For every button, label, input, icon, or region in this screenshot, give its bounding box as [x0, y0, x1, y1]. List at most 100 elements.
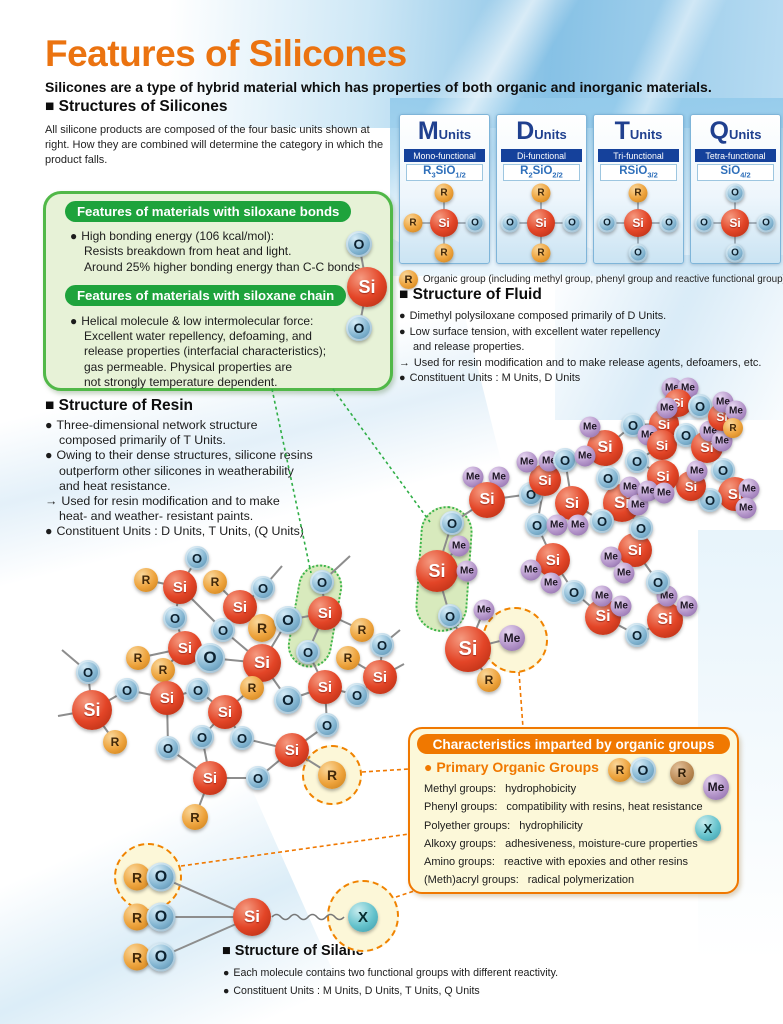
text-line: ●Constituent Units : D Units, T Units, (…: [45, 524, 313, 539]
text: not strongly temperature dependent.: [84, 374, 278, 389]
text-line: release properties (interfacial characte…: [70, 344, 326, 359]
r-atom: R: [403, 213, 423, 233]
text: High bonding energy (106 kcal/mol):: [81, 229, 275, 243]
text: Used for resin modification and to make …: [413, 356, 762, 369]
organic-groups-header: Characteristics imparted by organic grou…: [417, 734, 730, 754]
o-atom: O: [694, 213, 714, 233]
text-line: →Used for resin modification and to make: [45, 494, 313, 509]
group-effect: hydrophilicity: [519, 819, 583, 832]
bullet-icon: ●: [45, 448, 53, 463]
text: and heat resistance.: [59, 478, 171, 493]
text-line: ●Helical molecule & low intermolecular f…: [70, 314, 326, 329]
page-subtitle: Silicones are a type of hybrid material …: [45, 79, 712, 95]
r-atom-icon: R: [399, 270, 418, 289]
formula-part: SiO: [720, 165, 741, 177]
unit-letter: D: [516, 117, 535, 145]
text: Excellent water repellency, defoaming, a…: [84, 329, 312, 344]
text-line: ●Owing to their dense structures, silico…: [45, 448, 313, 463]
r-legend-text: Organic group (including methyl group, p…: [423, 274, 783, 285]
o-atom: O: [465, 213, 485, 233]
text-line: right. How they are combined will determ…: [45, 138, 383, 153]
text: Constituent Units : D Units, T Units, (Q…: [56, 524, 304, 539]
si-atom: Si: [527, 209, 555, 238]
text-line: ●Each molecule contains two functional g…: [223, 965, 558, 983]
unit-rest: Units: [629, 127, 663, 142]
organic-group-row: (Meth)acryl groups:radical polymerizatio…: [424, 871, 703, 889]
text: Each molecule contains two functional gr…: [233, 967, 559, 979]
text-line: ●Low surface tension, with excellent wat…: [399, 325, 761, 341]
arrow-bullet-icon: →: [399, 356, 410, 369]
o-atom: O: [500, 213, 520, 233]
structures-heading: ■ Structures of Silicones: [45, 98, 228, 115]
fluid-body: ●Dimethyl polysiloxane composed primaril…: [399, 309, 761, 387]
unit-title: TUnits: [594, 118, 683, 148]
text: and release properties.: [413, 341, 525, 353]
text-line: ●Constituent Units : M Units, D Units: [399, 371, 761, 387]
text-line: Excellent water repellency, defoaming, a…: [70, 329, 326, 344]
fluid-heading: ■ Structure of Fluid: [399, 286, 542, 303]
text: outperform other silicones in weatherabi…: [59, 463, 294, 478]
text: gas permeable. Physical properties are: [84, 359, 293, 374]
arrow-bullet-icon: →: [45, 494, 58, 509]
formula-part: SiO: [532, 165, 553, 177]
bullet-icon: ●: [399, 325, 406, 338]
text-line: and release properties.: [399, 340, 761, 356]
unit-rest: Units: [438, 127, 472, 142]
group-label: Amino groups:: [424, 856, 495, 869]
text: release properties (interfacial characte…: [84, 344, 327, 359]
group-effect: adhesiveness, moisture-cure properties: [505, 837, 698, 850]
text: Used for resin modification and to make: [61, 494, 280, 509]
formula-part: 2/2: [552, 170, 563, 180]
siloxane-bonds-header: Features of materials with siloxane bond…: [65, 201, 352, 222]
text: Dimethyl polysiloxane composed primarily…: [409, 310, 667, 322]
bullet-icon: ●: [223, 967, 230, 979]
formula-part: 4/2: [740, 170, 751, 180]
text-line: →Used for resin modification and to make…: [399, 356, 761, 372]
o-atom: O: [725, 183, 745, 203]
unit-formula: SiO4/2: [697, 164, 774, 182]
group-label: (Meth)acryl groups:: [424, 874, 519, 887]
si-atom: Si: [624, 209, 652, 238]
bullet-icon: ●: [45, 418, 53, 432]
siloxane-chain-header: Features of materials with siloxane chai…: [65, 285, 347, 306]
text-line: ●Three-dimensional network structure: [45, 418, 313, 433]
text-line: Resists breakdown from heat and light.: [70, 244, 364, 259]
si-atom: Si: [430, 209, 458, 238]
o-atom: O: [562, 213, 582, 233]
text-line: and heat resistance.: [45, 479, 313, 494]
group-effect: compatibility with resins, heat resistan…: [506, 801, 703, 814]
text-line: ●Dimethyl polysiloxane composed primaril…: [399, 309, 761, 325]
text-line: product falls.: [45, 153, 383, 168]
text: Around 25% higher bonding energy than C-…: [84, 259, 364, 274]
text: Constituent Units : M Units, D Units: [409, 372, 581, 384]
unit-title: QUnits: [691, 118, 780, 148]
bullet-icon: ●: [223, 984, 230, 997]
group-label: Methyl groups:: [424, 783, 497, 795]
text: composed primarily of T Units.: [59, 433, 226, 448]
text-line: gas permeable. Physical properties are: [70, 360, 326, 375]
formula-part: R: [520, 165, 529, 177]
unit-formula: RSiO3/2: [600, 164, 677, 182]
unit-functionality: Di-functional: [501, 149, 582, 162]
formula-part: 1/2: [455, 170, 466, 180]
formula-part: R: [619, 165, 628, 177]
text: Low surface tension, with excellent wate…: [409, 325, 661, 338]
unit-functionality: Tetra-functional: [695, 149, 776, 162]
silane-body: ●Each molecule contains two functional g…: [223, 965, 558, 1000]
unit-letter: M: [417, 117, 439, 145]
formula-part: R: [423, 165, 432, 177]
bullet-icon: ●: [399, 310, 406, 322]
organic-group-row: Phenyl groups:compatibility with resins,…: [424, 798, 703, 816]
r-atom: R: [434, 243, 454, 263]
page-title: Features of Silicones: [45, 33, 407, 74]
formula-part: SiO: [627, 165, 648, 177]
bullet-icon: ●: [399, 372, 406, 384]
unit-formula: R3SiO1/2: [406, 164, 483, 182]
organic-group-row: Alkoxy groups:adhesiveness, moisture-cur…: [424, 835, 703, 853]
